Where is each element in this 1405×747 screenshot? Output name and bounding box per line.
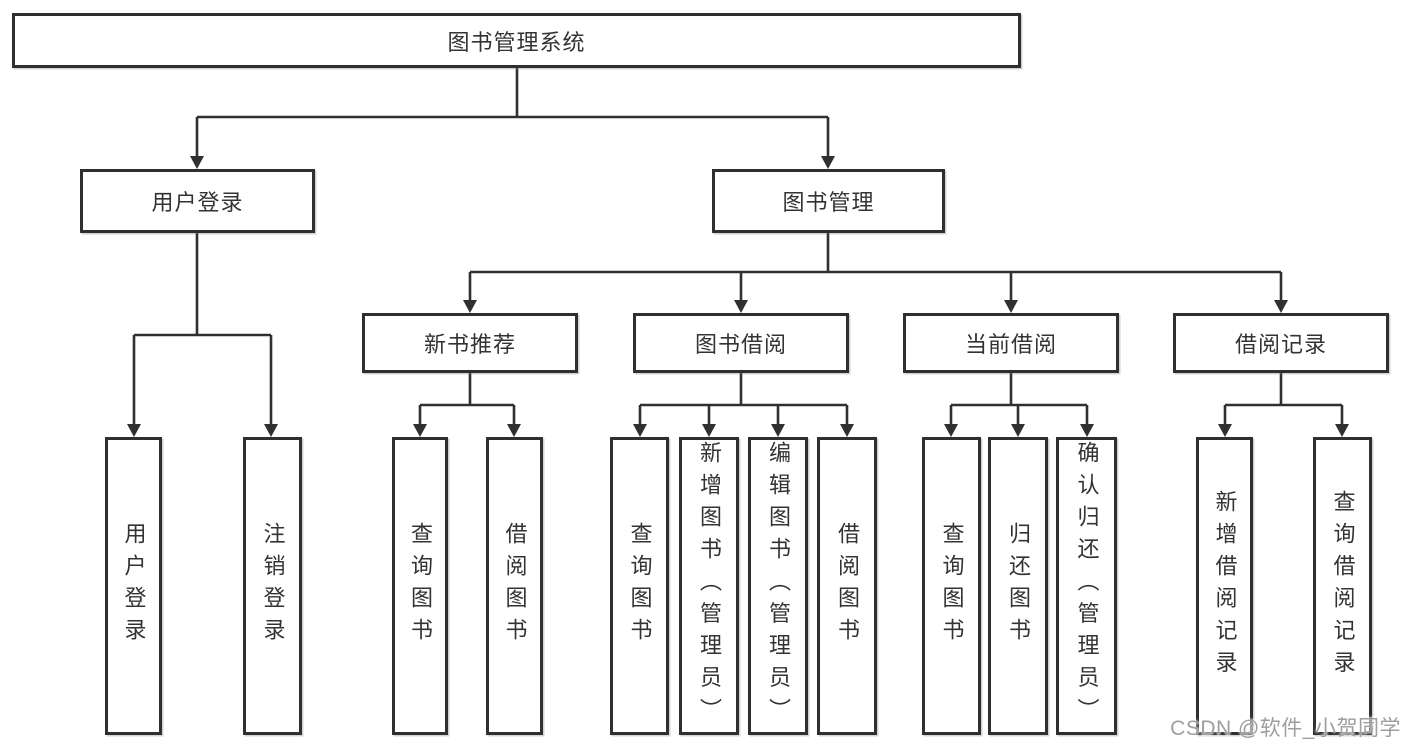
node-root-label: 图书管理系统: [447, 29, 586, 55]
node-current-borrow: 当前借阅: [903, 313, 1119, 373]
leaf-logout: 注销登录: [243, 437, 302, 735]
leaf-edit-book-admin-label: 编辑图书（管理员）: [766, 441, 791, 731]
leaf-confirm-return-admin: 确认归还（管理员）: [1056, 437, 1117, 735]
leaf-user-login-label: 用户登录: [121, 521, 147, 651]
node-new-book-recommend-label: 新书推荐: [423, 332, 516, 357]
node-book-management-label: 图书管理: [782, 190, 875, 215]
leaf-query-books-current-label: 查询图书: [939, 521, 965, 651]
leaf-borrow-books-recommend-label: 借阅图书: [502, 521, 528, 651]
leaf-add-book-admin: 新增图书（管理员）: [679, 437, 739, 735]
leaf-query-books-recommend-label: 查询图书: [408, 521, 433, 651]
node-borrow-records-label: 借阅记录: [1234, 332, 1327, 357]
node-user-login-label: 用户登录: [151, 190, 244, 215]
leaf-return-book-label: 归还图书: [1006, 521, 1031, 651]
node-book-management: 图书管理: [712, 169, 945, 233]
node-current-borrow-label: 当前借阅: [964, 332, 1057, 357]
node-root: 图书管理系统: [12, 13, 1021, 68]
leaf-query-books-recommend: 查询图书: [392, 437, 448, 735]
leaf-confirm-return-admin-label: 确认归还（管理员）: [1074, 441, 1100, 731]
leaf-borrow-books-recommend: 借阅图书: [486, 437, 543, 735]
node-book-borrow: 图书借阅: [633, 313, 849, 373]
leaf-add-borrow-record: 新增借阅记录: [1196, 437, 1253, 735]
leaf-query-books-borrow: 查询图书: [610, 437, 669, 735]
node-user-login: 用户登录: [80, 169, 315, 233]
leaf-add-book-admin-label: 新增图书（管理员）: [697, 441, 722, 731]
leaf-return-book: 归还图书: [988, 437, 1048, 735]
leaf-query-books-current: 查询图书: [922, 437, 981, 735]
leaf-borrow-books: 借阅图书: [817, 437, 877, 735]
leaf-query-borrow-record-label: 查询借阅记录: [1330, 489, 1356, 683]
leaf-edit-book-admin: 编辑图书（管理员）: [748, 437, 808, 735]
leaf-user-login: 用户登录: [105, 437, 162, 735]
node-borrow-records: 借阅记录: [1173, 313, 1389, 373]
leaf-borrow-books-label: 借阅图书: [835, 521, 860, 651]
leaf-query-borrow-record: 查询借阅记录: [1313, 437, 1372, 735]
leaf-query-books-borrow-label: 查询图书: [627, 521, 653, 651]
leaf-logout-label: 注销登录: [260, 521, 286, 651]
leaf-add-borrow-record-label: 新增借阅记录: [1212, 489, 1238, 683]
node-new-book-recommend: 新书推荐: [362, 313, 578, 373]
csdn-watermark: CSDN @软件_小贺同学: [1170, 717, 1401, 740]
node-book-borrow-label: 图书借阅: [694, 332, 787, 357]
